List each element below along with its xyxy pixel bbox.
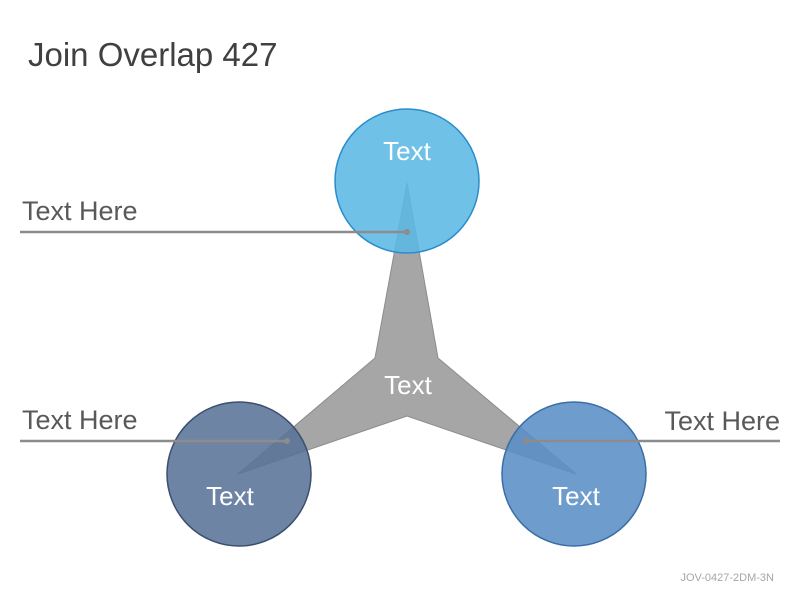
callout-dot-bottom-right xyxy=(523,438,529,444)
callout-dot-top-left xyxy=(404,229,410,235)
callout-label-bottom-right: Text Here xyxy=(664,406,780,436)
center-label: Text xyxy=(384,370,432,400)
circle-top xyxy=(334,108,480,254)
circle-bottom-right-label: Text xyxy=(552,481,600,511)
callout-label-top-left: Text Here xyxy=(22,196,138,226)
circle-bottom-left xyxy=(166,401,312,547)
circle-bottom-right xyxy=(501,401,647,547)
circle-bottom-left-label: Text xyxy=(206,481,254,511)
star-connector xyxy=(237,182,577,475)
callout-dot-bottom-left xyxy=(284,438,290,444)
circle-top-label: Text xyxy=(383,136,431,166)
callout-label-bottom-left: Text Here xyxy=(22,405,138,435)
page-title: Join Overlap 427 xyxy=(28,36,278,73)
footer-code: JOV-0427-2DM-3N xyxy=(680,572,774,584)
